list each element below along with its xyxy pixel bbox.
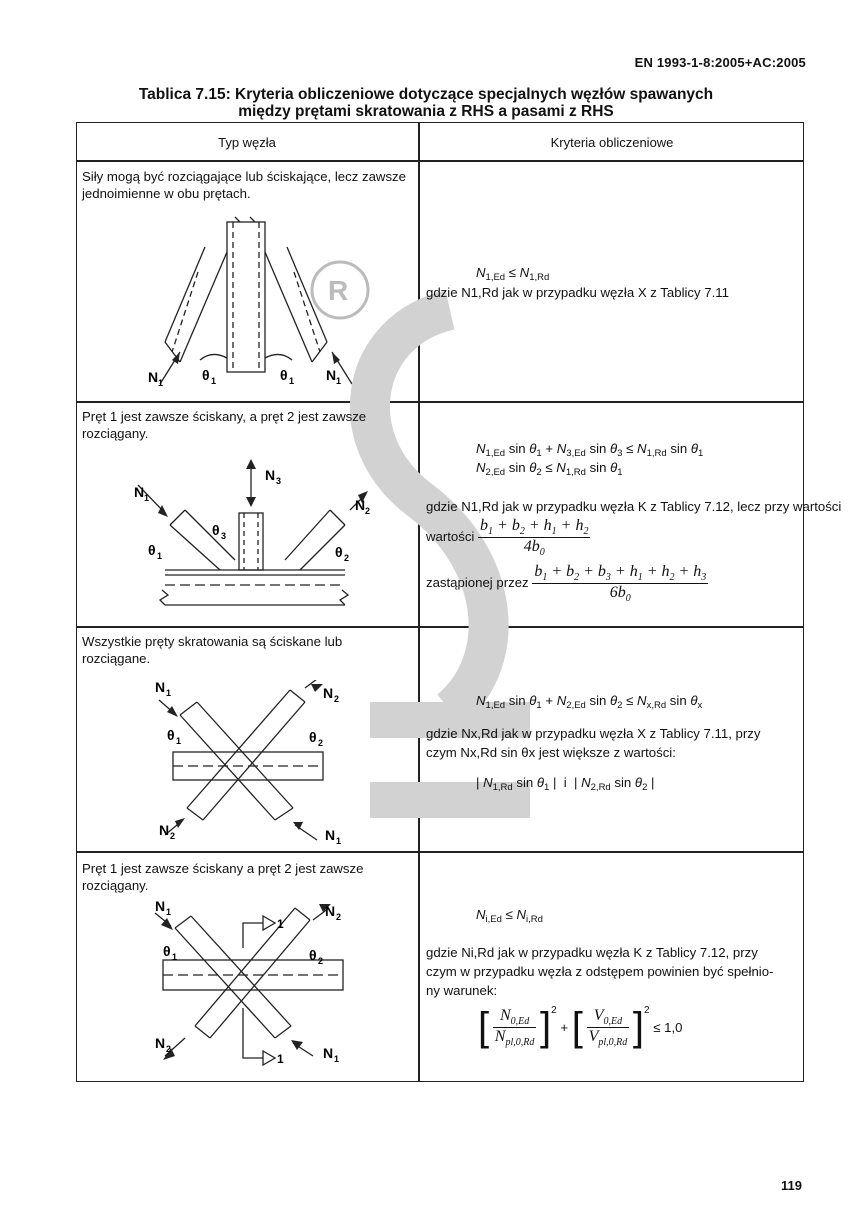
row2-formula-1: N1,Ed sin θ1 + N3,Ed sin θ3 ≤ N1,Rd sin … <box>476 441 704 459</box>
svg-text:N: N <box>148 369 158 385</box>
row4-formula: Ni,Ed ≤ Ni,Rd <box>476 907 543 925</box>
svg-text:2: 2 <box>336 912 341 922</box>
svg-text:θ: θ <box>212 522 220 538</box>
row4-description: Pręt 1 jest zawsze ściskany a pręt 2 jes… <box>82 861 364 893</box>
svg-text:2: 2 <box>166 1044 171 1054</box>
svg-text:2: 2 <box>344 553 349 563</box>
row4-criteria-note-3: ny warunek: <box>426 983 498 998</box>
row3-description: Wszystkie pręty skratowania są ściskane … <box>82 634 343 666</box>
page-number: 119 <box>781 1178 802 1193</box>
svg-text:N: N <box>323 1045 333 1061</box>
svg-text:1: 1 <box>336 836 341 845</box>
svg-text:3: 3 <box>276 476 281 486</box>
svg-text:θ: θ <box>280 367 288 383</box>
row3-formula: N1,Ed sin θ1 + N2,Ed sin θ2 ≤ Nx,Rd sin … <box>476 693 703 711</box>
row3-criteria-note-1: gdzie Nx,Rd jak w przypadku węzła X z Ta… <box>426 726 761 741</box>
svg-text:2: 2 <box>170 831 175 841</box>
column-divider <box>418 122 420 1082</box>
svg-text:θ: θ <box>148 542 156 558</box>
svg-text:N: N <box>355 497 365 513</box>
svg-text:θ: θ <box>167 727 175 743</box>
svg-text:1: 1 <box>166 907 171 917</box>
table-title-line2: między prętami skratowania z RHS a pasam… <box>238 103 614 120</box>
svg-text:N: N <box>155 898 165 914</box>
row3-formula-alternatives: | N1,Rd sin θ1 | i | N2,Rd sin θ2 | <box>476 775 655 793</box>
svg-text:2: 2 <box>365 506 370 516</box>
svg-text:1: 1 <box>144 493 149 503</box>
row2-fraction-6b0: zastąpionej przez b1 + b2 + b3 + h1 + h2… <box>426 563 709 604</box>
svg-text:1: 1 <box>176 736 181 746</box>
svg-text:1: 1 <box>211 376 216 386</box>
svg-text:1: 1 <box>289 376 294 386</box>
svg-text:θ: θ <box>335 544 343 560</box>
svg-text:1: 1 <box>277 917 284 931</box>
row4-criteria-note-1: gdzie Ni,Rd jak w przypadku węzła K z Ta… <box>426 945 758 960</box>
svg-text:1: 1 <box>158 378 163 388</box>
table-title-line1: Tablica 7.15: Kryteria obliczeniowe doty… <box>138 86 714 103</box>
svg-text:N: N <box>323 685 333 701</box>
svg-text:N: N <box>155 1035 165 1051</box>
svg-text:N: N <box>155 680 165 695</box>
row1-formula: N1,Ed ≤ N1,Rd <box>476 265 550 283</box>
svg-text:3: 3 <box>221 531 226 541</box>
svg-text:1: 1 <box>172 952 177 962</box>
svg-text:1: 1 <box>166 688 171 698</box>
row4-criteria-note-2: czym w przypadku węzła z odstępem powini… <box>426 964 774 979</box>
row1-criteria-note: gdzie N1,Rd jak w przypadku węzła X z Ta… <box>426 285 729 300</box>
criteria-table <box>76 122 804 1082</box>
svg-text:1: 1 <box>157 551 162 561</box>
svg-text:N: N <box>134 484 144 500</box>
row2-description: Pręt 1 jest zawsze ściskany, a pręt 2 je… <box>82 409 367 441</box>
svg-text:N: N <box>326 367 336 383</box>
row2-criteria-note: gdzie N1,Rd jak w przypadku węzła K z Ta… <box>426 499 842 514</box>
row2-formula-2: N2,Ed sin θ2 ≤ N1,Rd sin θ1 <box>476 460 623 478</box>
watermark-logo: R <box>310 260 530 818</box>
standard-reference: EN 1993-1-8:2005+AC:2005 <box>634 55 806 70</box>
svg-text:θ: θ <box>163 943 171 959</box>
header-row-divider <box>76 160 804 162</box>
row-divider-2 <box>76 626 804 628</box>
svg-text:2: 2 <box>318 738 323 748</box>
svg-text:θ: θ <box>309 947 317 963</box>
row-divider-1 <box>76 401 804 403</box>
svg-text:N: N <box>159 822 169 838</box>
svg-text:1: 1 <box>277 1052 284 1066</box>
row-divider-3 <box>76 851 804 853</box>
svg-text:θ: θ <box>202 367 210 383</box>
column-header-criteria: Kryteria obliczeniowe <box>550 135 674 150</box>
svg-text:N: N <box>325 827 335 843</box>
svg-text:1: 1 <box>336 376 341 386</box>
svg-text:N: N <box>325 903 335 919</box>
svg-text:R: R <box>328 275 348 306</box>
svg-text:1: 1 <box>334 1054 339 1064</box>
column-header-type: Typ węzła <box>218 135 276 150</box>
svg-text:N: N <box>265 467 275 483</box>
row3-criteria-note-2: czym Nx,Rd sin θx jest większe z wartośc… <box>426 745 676 760</box>
row1-description: Siły mogą być rozciągające lub ściskając… <box>82 169 406 201</box>
svg-text:2: 2 <box>334 694 339 704</box>
svg-text:2: 2 <box>318 956 323 966</box>
svg-text:θ: θ <box>309 729 317 745</box>
